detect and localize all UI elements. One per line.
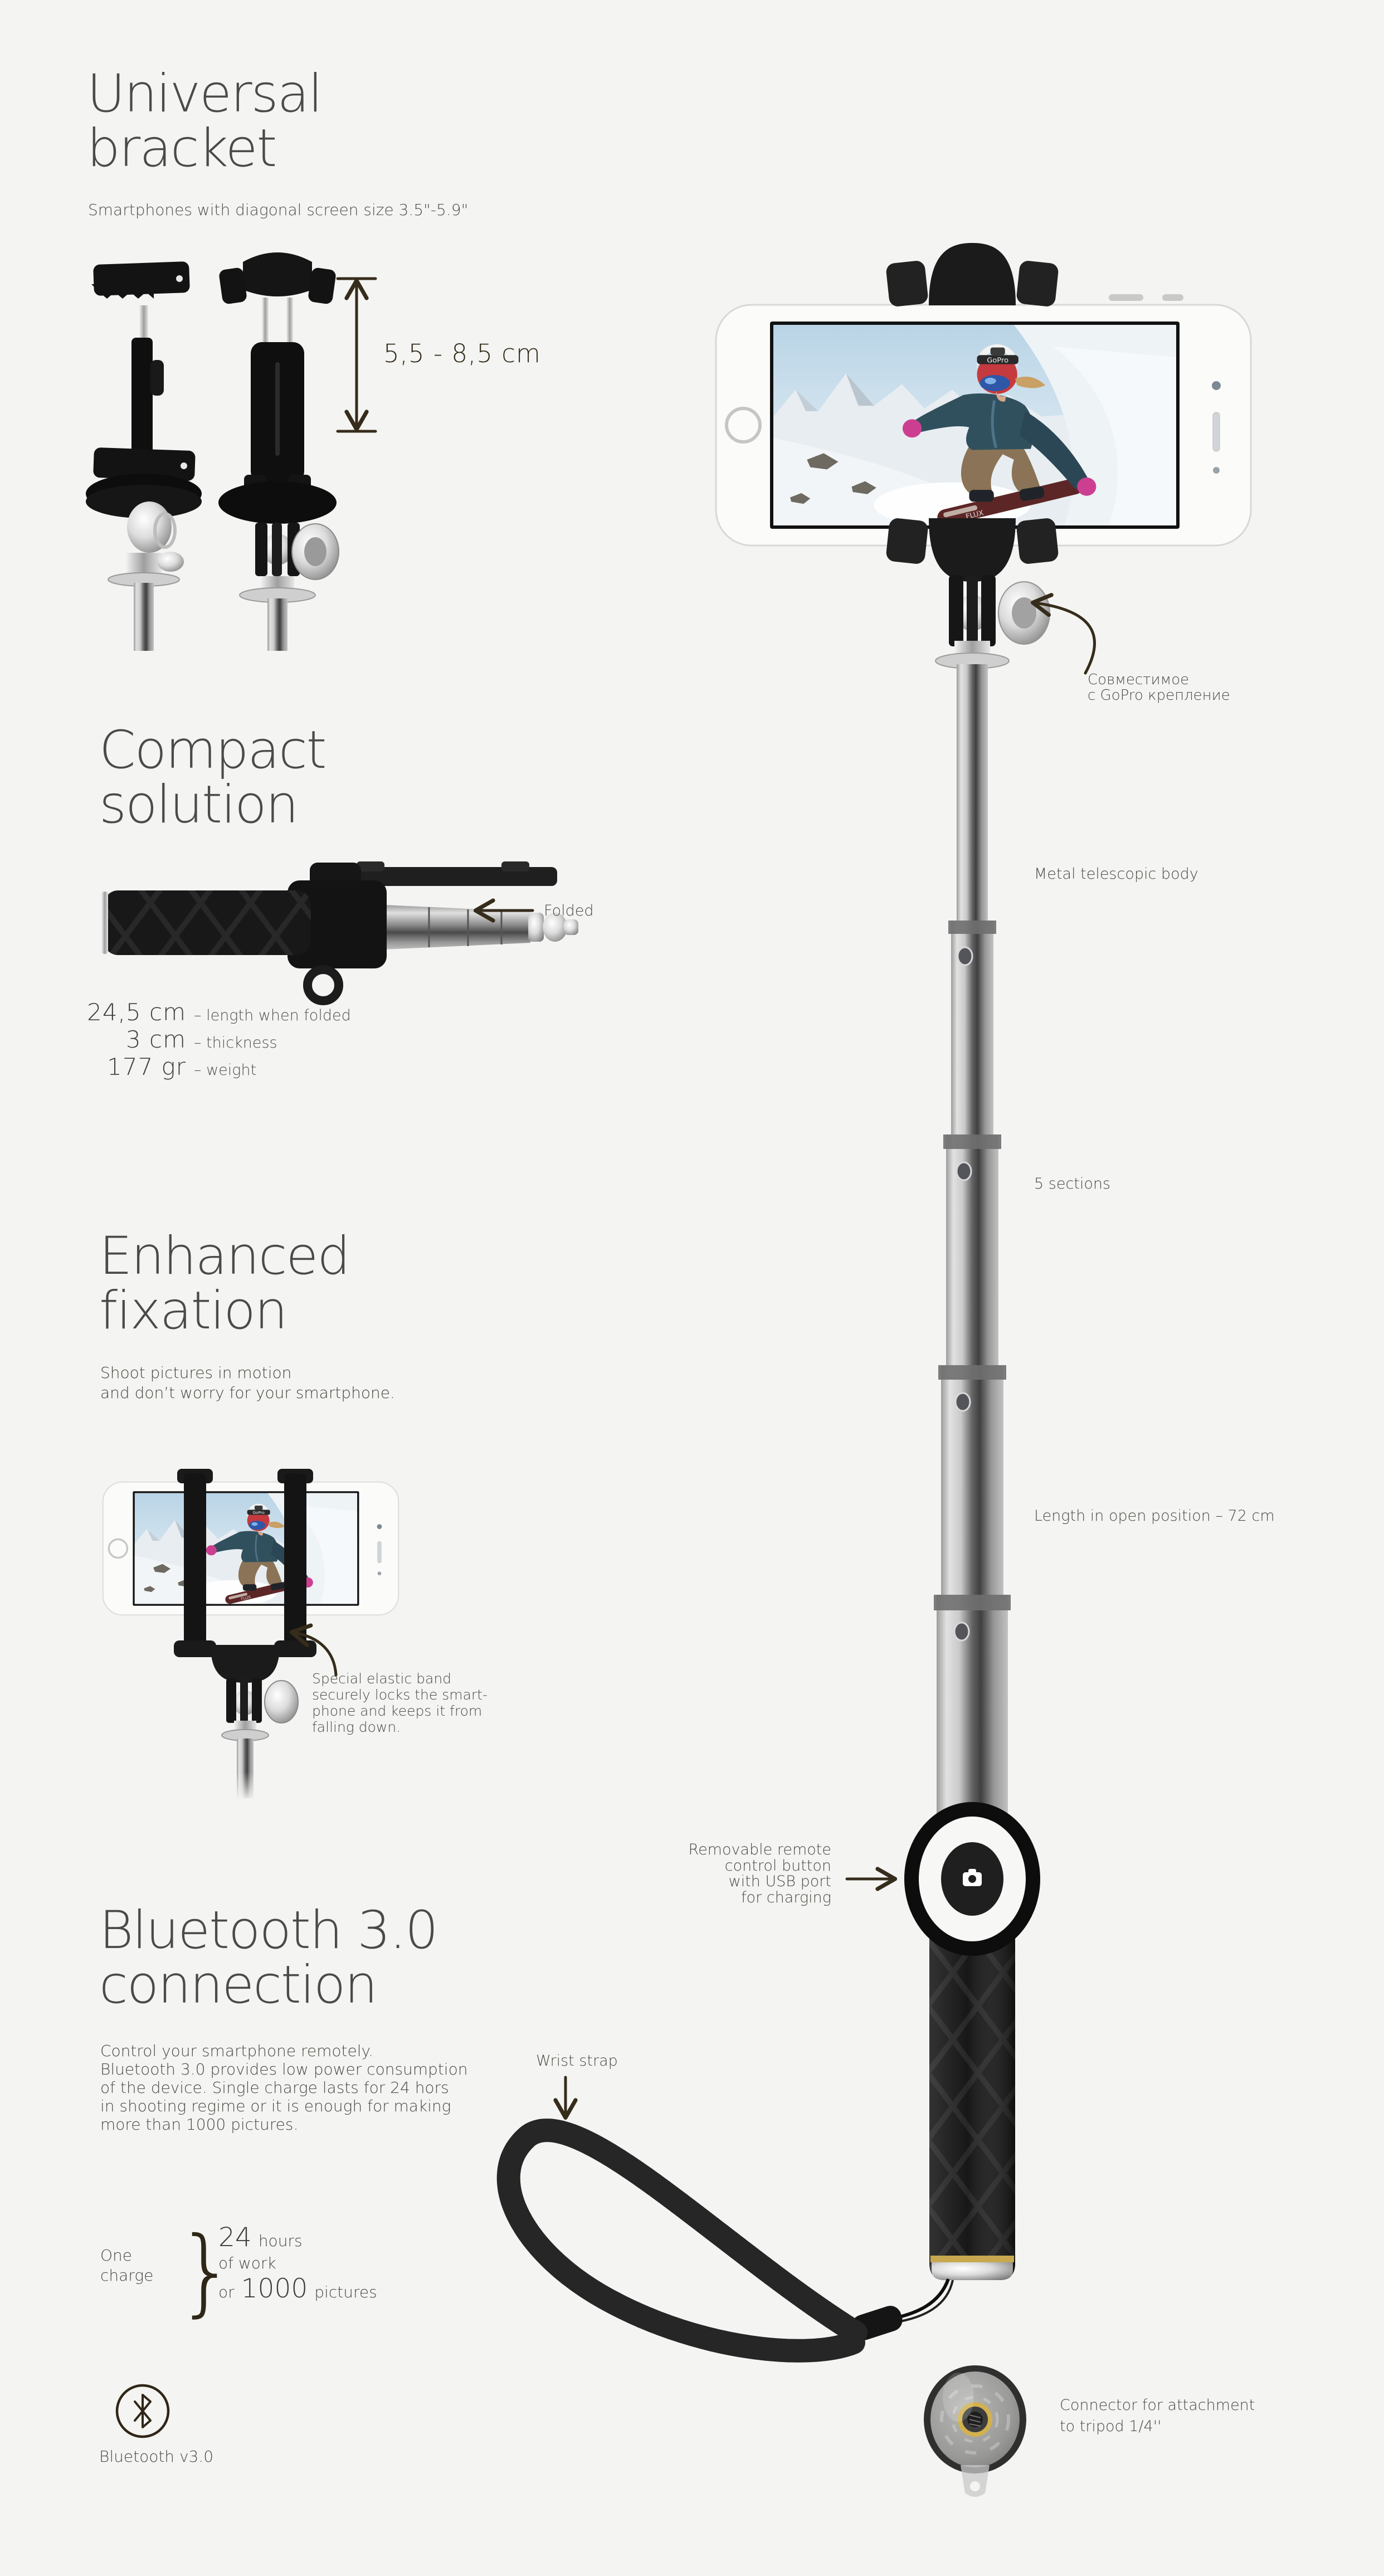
spec-row: 24,5 cm – length when folded [87, 999, 351, 1026]
note-line: Special elastic band [312, 1671, 452, 1687]
bluetooth-version-label: Bluetooth v3.0 [99, 2447, 214, 2466]
note-line: Removable remote [688, 1841, 831, 1858]
title-line: Enhanced [99, 1226, 350, 1287]
one-charge-label: One charge [100, 2246, 153, 2286]
wrist-strap-illustration [496, 2119, 954, 2363]
connector-note: Connector for attachment to tripod 1/4'' [1060, 2395, 1255, 2437]
note-line: Connector for attachment [1060, 2397, 1255, 2414]
note-line: securely locks the smart- [312, 1687, 488, 1703]
small-phone-assembly [103, 1469, 398, 1801]
spec-desc: – thickness [194, 1034, 277, 1051]
elastic-band-right [284, 1473, 306, 1650]
gopro-note: Совместимое с GoPro крепление [1088, 672, 1230, 703]
pictures-value: 1000 [241, 2273, 308, 2304]
folded-stick-illustration [101, 861, 578, 1005]
sections-label: 5 sections [1034, 1175, 1111, 1192]
spec-row: 177 gr – weight [87, 1053, 351, 1080]
section-title-compact: Compact solution [99, 720, 327, 835]
charge-stats: 24 hours of work or 1000 pictures [218, 2222, 377, 2304]
note-line: to tripod 1/4'' [1060, 2418, 1162, 2435]
camera-icon [963, 1869, 982, 1886]
tripod-connector [924, 2365, 1026, 2497]
elastic-band-left [184, 1473, 206, 1650]
paragraph-line: Control your smartphone remotely. [100, 2042, 373, 2060]
title-line: Bluetooth 3.0 [99, 1900, 438, 1961]
bracket-front-view [218, 252, 339, 651]
title-line: connection [99, 1955, 378, 2015]
elastic-arrow-icon [289, 1623, 338, 1677]
paragraph-line: Bluetooth 3.0 provides low power consump… [100, 2060, 468, 2078]
or-label: or [218, 2282, 235, 2301]
note-line: control button [724, 1857, 831, 1874]
spec-value: 24,5 cm [87, 999, 186, 1026]
spec-desc: – length when folded [194, 1007, 351, 1024]
remote-note: Removable remote control button with USB… [613, 1842, 831, 1906]
bluetooth-paragraph: Control your smartphone remotely. Blueto… [100, 2042, 467, 2134]
note-line: falling down. [312, 1719, 401, 1735]
hours-value: 24 [218, 2222, 252, 2253]
wrist-strap-label: Wrist strap [536, 2052, 618, 2069]
phone-top-assembly [716, 243, 1251, 669]
note-line: phone and keeps it from [312, 1703, 483, 1719]
paragraph-line: Shoot pictures in motion [100, 1364, 292, 1382]
folded-label: Folded [544, 902, 594, 919]
paragraph-line: of the device. Single charge lasts for 2… [100, 2078, 449, 2097]
paragraph-line: in shooting regime or it is enough for m… [100, 2097, 451, 2115]
measure-arrow-icon [336, 277, 377, 433]
universal-subtitle: Smartphones with diagonal screen size 3.… [88, 201, 469, 219]
gopro-arrow-icon [1030, 593, 1096, 675]
title-line: Compact [99, 720, 327, 781]
one-charge-line: One [100, 2246, 133, 2265]
note-line: with USB port [728, 1873, 831, 1890]
title-line: Universal [87, 64, 323, 124]
spec-value: 3 cm [125, 1026, 186, 1053]
section-title-bluetooth: Bluetooth 3.0 connection [99, 1900, 438, 2015]
note-line: Совместимое [1088, 671, 1190, 688]
spec-value: 177 gr [107, 1053, 186, 1080]
pictures-label: pictures [314, 2282, 377, 2301]
brace-glyph: } [176, 2217, 237, 2327]
work-label: of work [218, 2254, 276, 2272]
section-title-enhanced: Enhanced fixation [99, 1226, 350, 1341]
telescopic-pole [934, 664, 1011, 1840]
measure-label: 5,5 - 8,5 cm [383, 339, 541, 368]
paragraph-line: and don’t worry for your smartphone. [100, 1384, 395, 1402]
specs-list: 24,5 cm – length when folded 3 cm – thic… [87, 999, 351, 1080]
title-line: solution [99, 775, 299, 835]
title-line: fixation [99, 1280, 287, 1341]
paragraph-line: more than 1000 pictures. [100, 2115, 299, 2134]
metal-body-label: Metal telescopic body [1034, 865, 1198, 883]
bluetooth-icon [115, 2384, 170, 2438]
remote-button[interactable] [904, 1802, 1040, 1956]
open-length-label: Length in open position – 72 cm [1034, 1507, 1275, 1525]
note-line: for charging [741, 1888, 831, 1906]
note-line: с GoPro крепление [1088, 687, 1230, 704]
enhanced-paragraph: Shoot pictures in motion and don’t worry… [100, 1363, 395, 1403]
title-line: bracket [87, 118, 277, 179]
spec-desc: – weight [194, 1061, 257, 1079]
gold-ring [930, 2256, 1014, 2262]
spec-row: 3 cm – thickness [87, 1026, 351, 1053]
bracket-side-view [86, 261, 202, 651]
one-charge-line: charge [100, 2266, 154, 2285]
elastic-band-note: Special elastic band securely locks the … [312, 1671, 488, 1735]
section-title-universal: Universal bracket [87, 64, 323, 179]
hours-label: hours [258, 2232, 303, 2250]
